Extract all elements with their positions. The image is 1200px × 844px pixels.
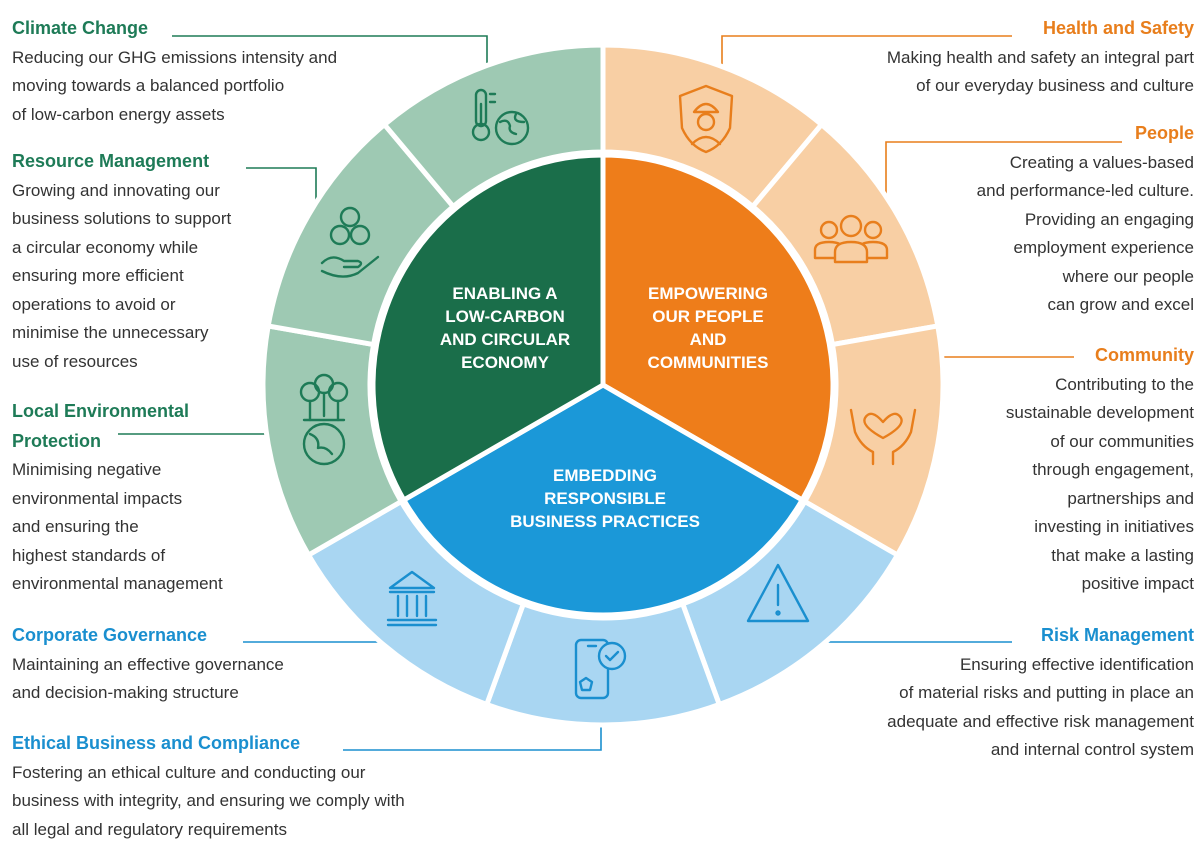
topic-title: Climate Change bbox=[12, 18, 149, 38]
topic-title: Community bbox=[1095, 345, 1194, 365]
warning-triangle-icon bbox=[746, 563, 810, 623]
people-group-icon bbox=[813, 214, 889, 264]
worker-shield-icon bbox=[678, 84, 734, 154]
topic-title: Corporate Governance bbox=[12, 625, 208, 645]
topic-health-and-safety: Health and Safety Making health and safe… bbox=[886, 18, 1194, 95]
inner-core bbox=[370, 152, 836, 618]
topic-title: Ethical Business and Compliance bbox=[12, 733, 301, 753]
topic-risk-management: Risk Management Ensuring effective ident… bbox=[887, 625, 1194, 759]
connector-people bbox=[885, 141, 1122, 205]
heart-hands-icon bbox=[849, 408, 917, 466]
topic-community: Community Contributing to the sustainabl… bbox=[1005, 345, 1194, 593]
connector-resource-management bbox=[246, 167, 317, 205]
phone-check-icon bbox=[574, 638, 627, 700]
ring-segment-climate-change bbox=[380, 42, 606, 211]
topic-title: Risk Management bbox=[1040, 625, 1194, 645]
icons bbox=[299, 84, 917, 700]
core-label-blue: EMBEDDING RESPONSIBLE BUSINESS PRACTICES bbox=[510, 466, 700, 531]
core-label-green: ENABLING A LOW-CARBON AND CIRCULAR ECONO… bbox=[439, 284, 571, 372]
thermometer-globe-icon bbox=[471, 88, 530, 146]
topic-title: Local Environmental bbox=[12, 401, 190, 421]
topic-resource-management: Resource Management Growing and innovati… bbox=[12, 151, 232, 371]
trees-globe-icon bbox=[299, 373, 349, 466]
topic-title: People bbox=[1134, 123, 1194, 143]
topic-local-environmental-protection: Local Environmental Protection Minimisin… bbox=[12, 401, 223, 593]
topic-title: Health and Safety bbox=[1042, 18, 1194, 38]
topic-title: Resource Management bbox=[12, 151, 210, 171]
topic-climate-change: Climate Change Reducing our GHG emission… bbox=[12, 18, 338, 124]
topic-corporate-governance: Corporate Governance Maintaining an effe… bbox=[12, 625, 284, 702]
topic-people: People Creating a values-based and perfo… bbox=[976, 123, 1194, 314]
recycle-hand-icon bbox=[320, 206, 380, 278]
core-segment-blue bbox=[400, 382, 806, 618]
institution-icon bbox=[386, 570, 438, 627]
core-segment-green bbox=[370, 152, 606, 504]
topic-ethical-business: Ethical Business and Compliance Fosterin… bbox=[12, 733, 405, 839]
core-label-orange: EMPOWERING OUR PEOPLE AND COMMUNITIES bbox=[647, 284, 769, 372]
core-segment-orange bbox=[600, 152, 836, 504]
